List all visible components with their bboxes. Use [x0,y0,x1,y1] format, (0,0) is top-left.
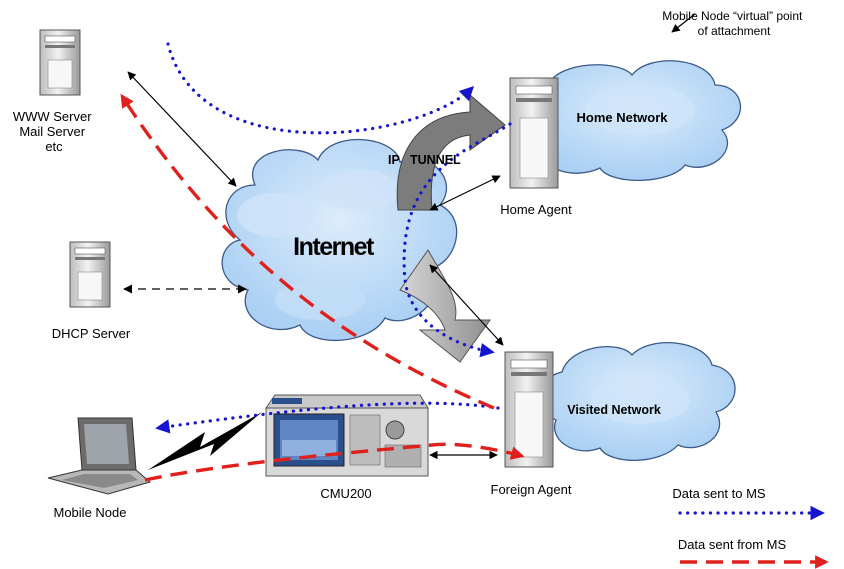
mobile-node-label: Mobile Node [54,505,127,520]
visited-network-label: Visited Network [567,403,661,417]
ip-tunnel-label: IP TUNNEL [388,153,461,167]
cmu200-instrument-icon [265,394,429,477]
virtual-point-line-2: of attachment [698,24,771,38]
etc-label-line: etc [45,139,63,154]
home-agent-server-icon [509,77,559,189]
mail-server-label-line: Mail Server [19,124,85,139]
data-to-ms-path [155,42,825,521]
home-network-label: Home Network [576,110,668,125]
wireless-bolt-icon [148,412,262,470]
ip-tunnel-arrow [396,93,506,211]
www-server-icon [39,29,81,96]
legend-from-ms-label: Data sent from MS [678,537,787,552]
black-connection-arrows [127,13,696,460]
foreign-agent-label: Foreign Agent [491,482,572,497]
home-agent-label: Home Agent [500,202,572,217]
dhcp-server-label: DHCP Server [52,326,131,341]
laptop-icon [47,417,152,495]
cmu200-label: CMU200 [320,486,371,501]
virtual-point-line-1: Mobile Node “virtual” point [662,9,803,23]
virtual-point-annotation: Mobile Node “virtual” point of attachmen… [662,9,805,38]
data-from-ms-path [120,93,829,569]
www-server-label-line: WWW Server [13,109,92,124]
visited-network-cloud [539,342,736,462]
legend-to-ms-label: Data sent to MS [672,486,766,501]
internet-label: Internet [293,233,375,261]
www-server-label: WWW Server Mail Server etc [13,109,95,154]
foreign-agent-server-icon [504,351,554,468]
dhcp-server-icon [69,241,111,308]
